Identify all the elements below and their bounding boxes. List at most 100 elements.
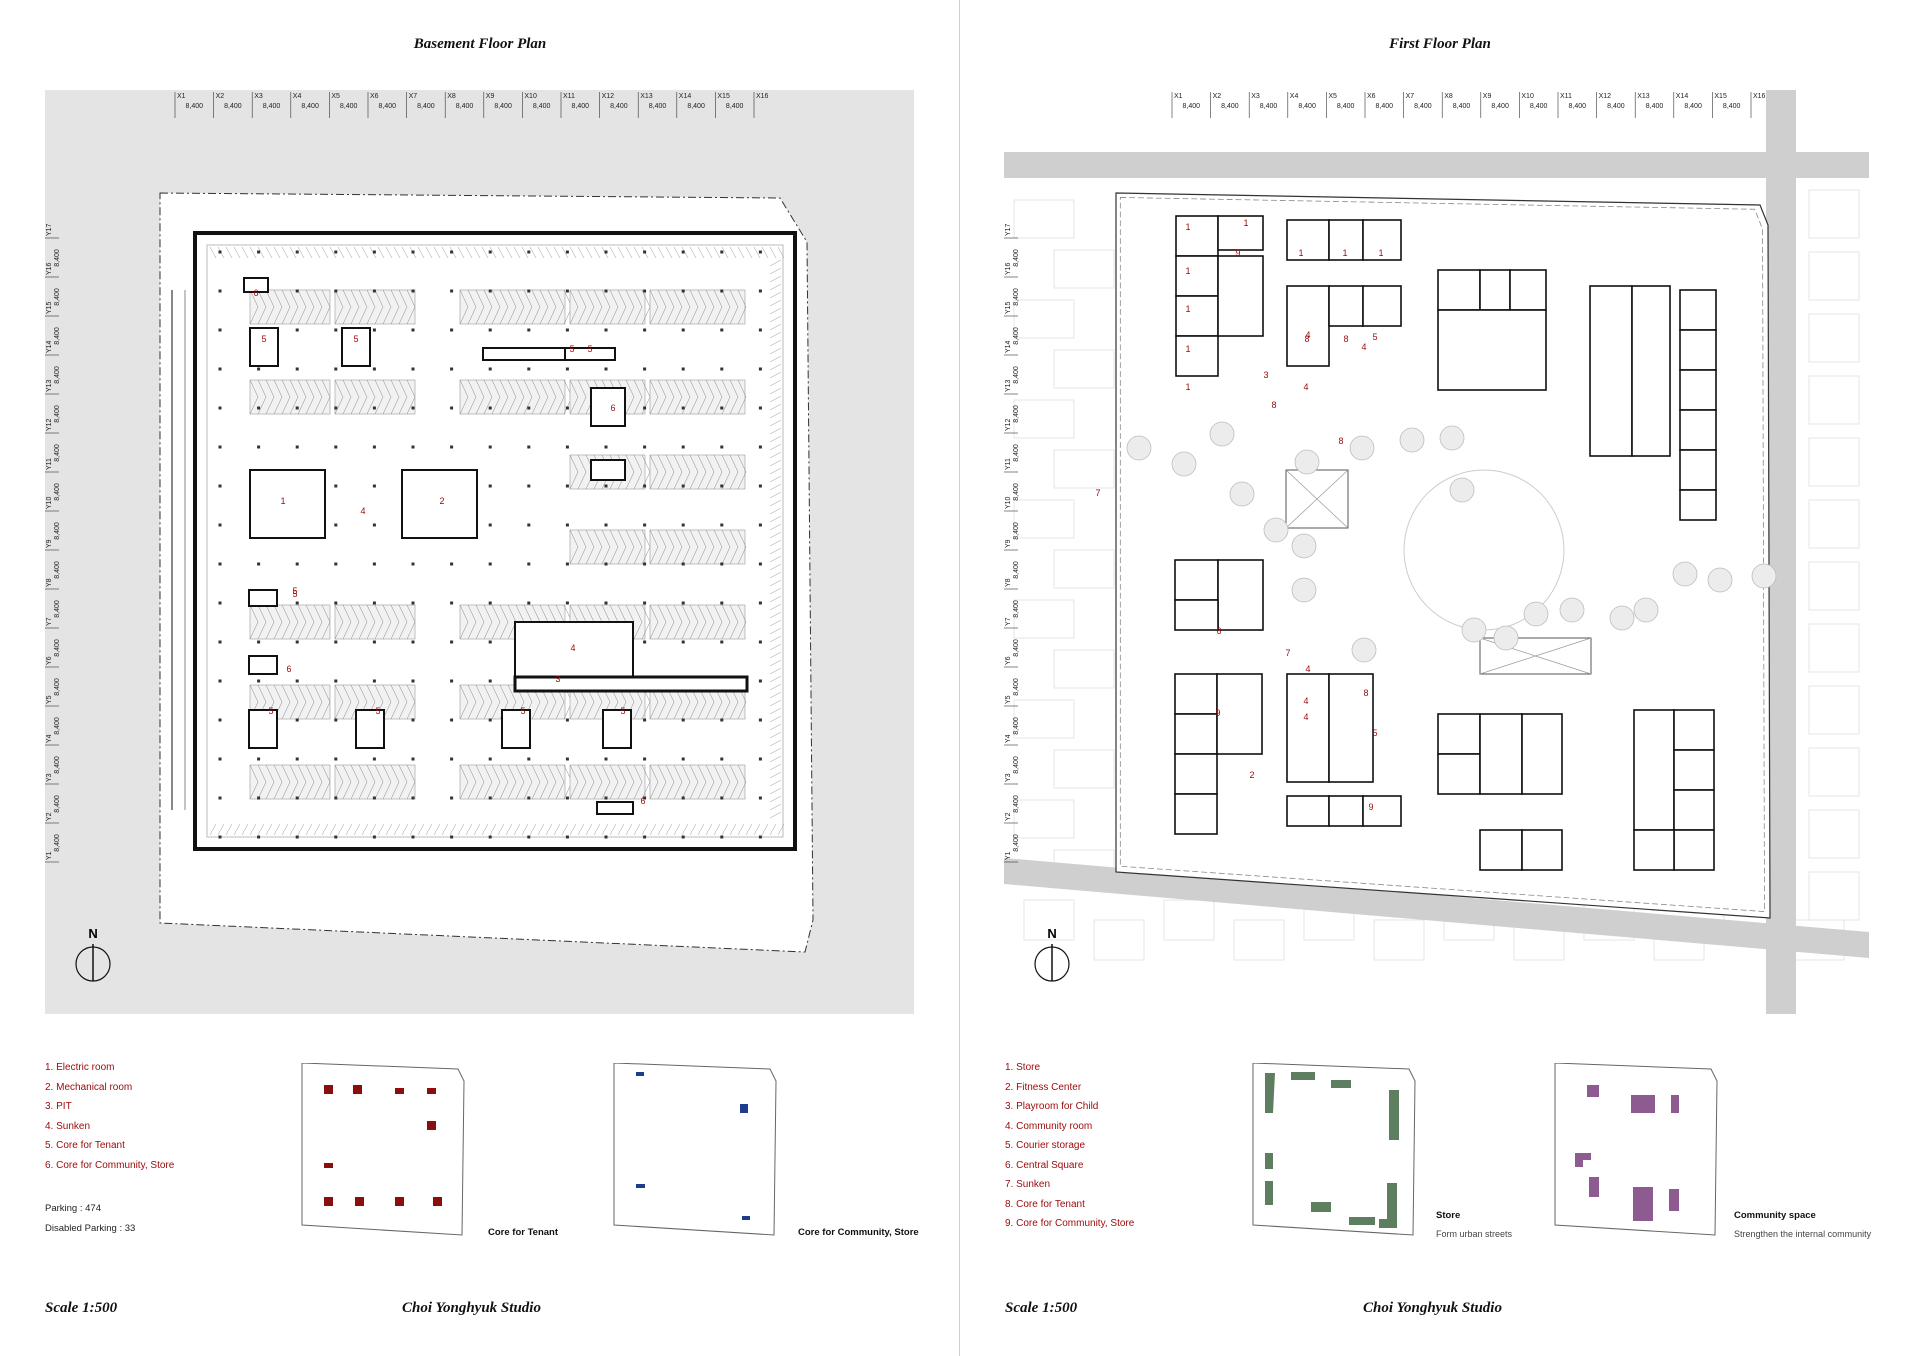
room-label: 1	[1185, 304, 1190, 314]
grid-x-label: X15	[1714, 93, 1727, 100]
grid-y-label: Y7	[46, 617, 53, 626]
tenant-core-label: Core for Tenant	[488, 1227, 559, 1238]
grid-spacing-label: 8,400	[186, 103, 204, 110]
grid-y-label: Y9	[46, 539, 53, 548]
room-label: 4	[1303, 712, 1308, 722]
building-unit	[1174, 673, 1218, 715]
building-unit	[1175, 295, 1219, 337]
tree	[1209, 421, 1235, 447]
grid-y-label: Y10	[1005, 496, 1012, 509]
grid-spacing-label: 8,400	[54, 483, 61, 501]
room-label: 1	[1185, 222, 1190, 232]
trees	[1126, 421, 1777, 663]
core	[355, 709, 385, 749]
grid-spacing-label: 8,400	[54, 327, 61, 345]
grid-spacing-label: 8,400	[54, 405, 61, 423]
grid-spacing-label: 8,400	[1013, 795, 1020, 813]
parking-row	[649, 529, 746, 565]
svg-text:N: N	[88, 926, 97, 941]
building-unit	[1216, 673, 1263, 755]
grid-y-label: Y8	[46, 578, 53, 587]
grid-spacing-label: 8,400	[54, 366, 61, 384]
core	[248, 589, 278, 607]
tree	[1171, 451, 1197, 477]
basement-legend-item: 1. Electric room	[45, 1062, 115, 1073]
grid-spacing-label: 8,400	[1013, 834, 1020, 852]
grid-x-label: X7	[1406, 93, 1415, 100]
grid-spacing-label: 8,400	[1013, 249, 1020, 267]
tree	[1291, 533, 1317, 559]
room-label: 5	[1372, 332, 1377, 342]
building-unit	[1679, 329, 1717, 371]
grid-spacing-label: 8,400	[1013, 366, 1020, 384]
grid-y-label: Y6	[46, 656, 53, 665]
room-label: 5	[261, 334, 266, 344]
building-unit	[1673, 829, 1715, 871]
grid-y-label: Y9	[1005, 539, 1012, 548]
room-label: 8	[1343, 334, 1348, 344]
grid-y-label: Y12	[46, 418, 53, 431]
tree	[1633, 597, 1659, 623]
room-label: 5	[520, 706, 525, 716]
room-label: 4	[1303, 382, 1308, 392]
building-unit	[1633, 709, 1675, 831]
grid-spacing-label: 8,400	[1013, 756, 1020, 774]
grid-spacing-label: 8,400	[687, 103, 705, 110]
basement-legend-item: 2. Mechanical room	[45, 1081, 133, 1093]
grid-spacing-label: 8,400	[1414, 103, 1432, 110]
grid-spacing-label: 8,400	[1607, 103, 1625, 110]
room-label: 4	[570, 643, 575, 653]
scale-note: Scale 1:500	[45, 1300, 118, 1316]
room-label: 4	[1361, 342, 1366, 352]
parking-row	[459, 379, 566, 415]
building-unit	[1437, 269, 1481, 311]
grid-spacing-label: 8,400	[54, 444, 61, 462]
grid-y-label: Y5	[46, 695, 53, 704]
building-unit	[1679, 289, 1717, 331]
grid-x-label: X9	[486, 93, 495, 100]
room-label: 1	[1185, 266, 1190, 276]
community-space-diagram	[1553, 1062, 1723, 1243]
building-unit	[1679, 409, 1717, 451]
building-unit	[1328, 219, 1364, 261]
building-unit	[1286, 795, 1330, 827]
room-label: 5	[587, 344, 592, 354]
building-unit	[1362, 219, 1402, 261]
room-label: 6	[286, 664, 291, 674]
east-road	[1766, 90, 1796, 1014]
grid-x-label: X15	[717, 93, 730, 100]
grid-y-label: Y16	[46, 262, 53, 275]
room-label: 4	[1305, 664, 1310, 674]
building-unit	[1673, 789, 1715, 831]
grid-x-label: X12	[602, 93, 615, 100]
grid-x-label: X16	[756, 93, 769, 100]
grid-spacing-label: 8,400	[54, 288, 61, 306]
grid-y-label: Y3	[46, 773, 53, 782]
grid-spacing-label: 8,400	[456, 103, 474, 110]
room-label: 1	[1378, 248, 1383, 258]
room-label: 9	[1368, 802, 1373, 812]
grid-spacing-label: 8,400	[610, 103, 628, 110]
grid-spacing-label: 8,400	[1013, 717, 1020, 735]
building-unit	[1479, 269, 1511, 311]
grid-spacing-label: 8,400	[340, 103, 358, 110]
building-unit	[1437, 753, 1481, 795]
basement-legend-item: 6. Core for Community, Store	[45, 1159, 175, 1171]
grid-spacing-label: 8,400	[1530, 103, 1548, 110]
grid-spacing-label: 8,400	[649, 103, 667, 110]
building-unit	[1521, 829, 1563, 871]
building-unit	[1362, 795, 1402, 827]
grid-spacing-label: 8,400	[1013, 600, 1020, 618]
grid-y-label: Y2	[46, 812, 53, 821]
building-unit	[1174, 599, 1219, 631]
parking-row	[649, 289, 746, 325]
building-unit	[1673, 749, 1715, 791]
grid-y-label: Y15	[1005, 301, 1012, 314]
grid-spacing-label: 8,400	[1183, 103, 1201, 110]
first-legend-item: 7. Sunken	[1005, 1179, 1051, 1190]
room-label: 9	[1215, 708, 1220, 718]
grid-spacing-label: 8,400	[54, 522, 61, 540]
